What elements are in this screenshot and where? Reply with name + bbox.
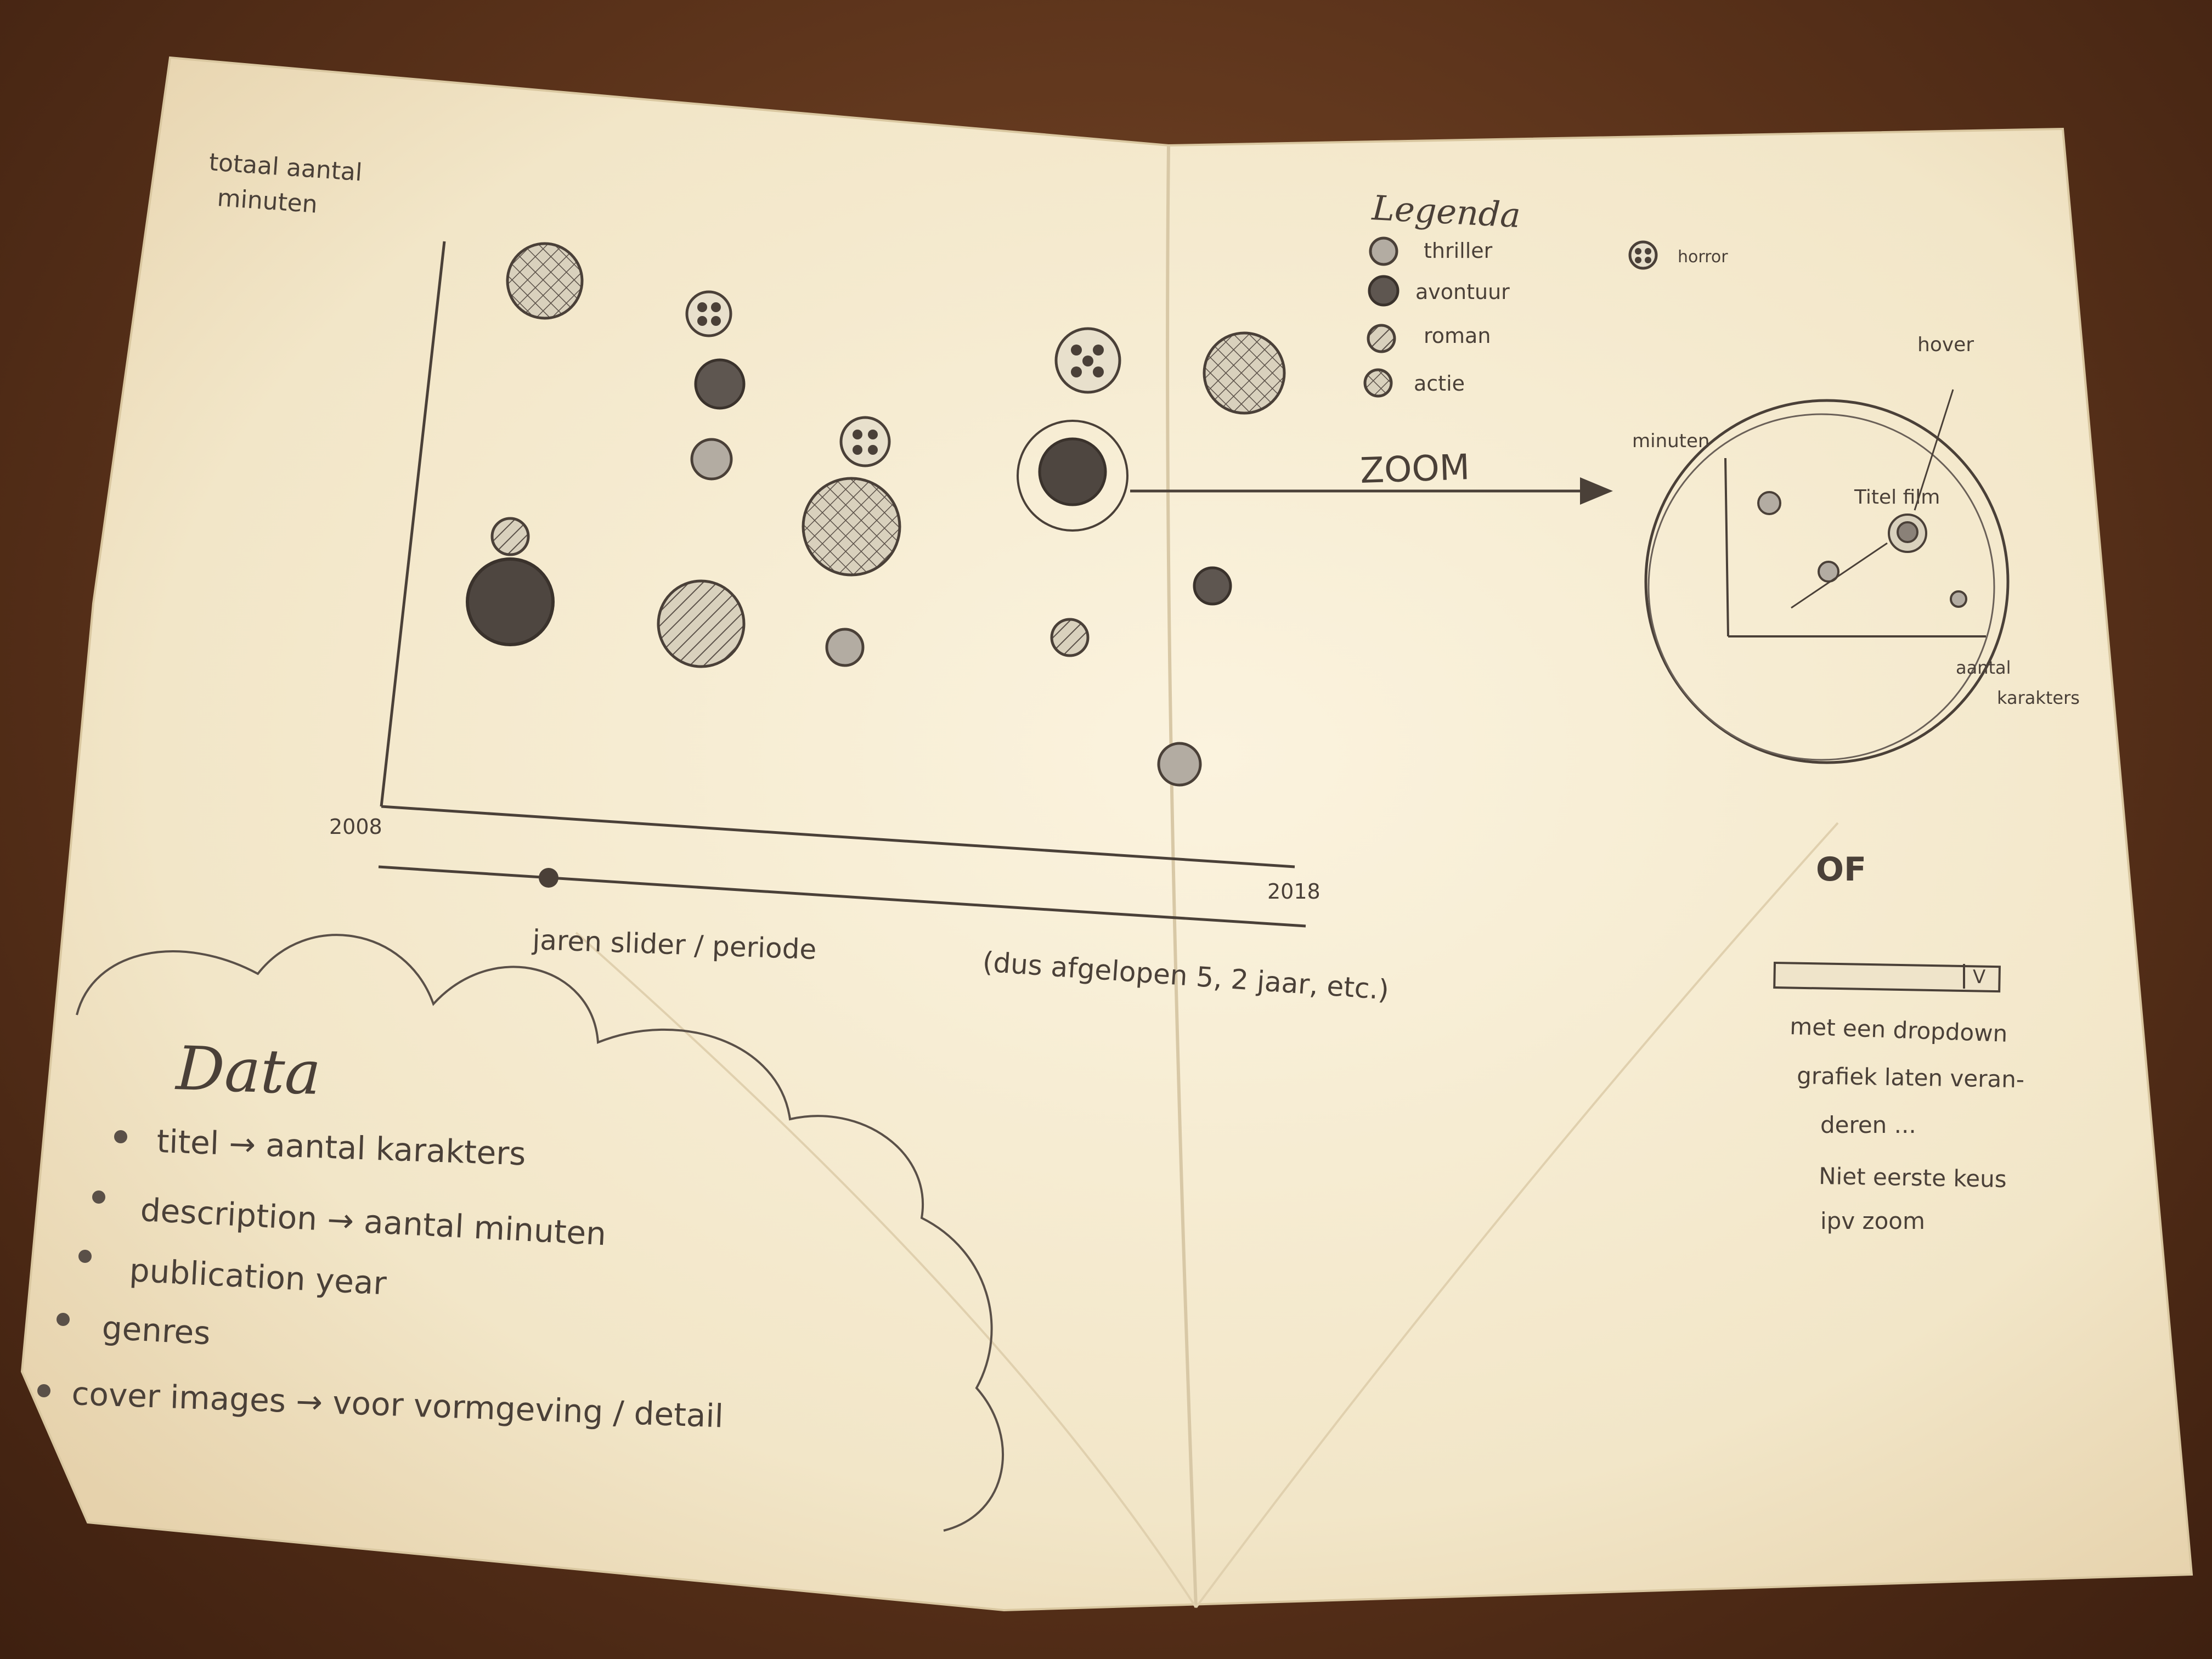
legend: Legenda thriller avontuur roman actie ho… xyxy=(1363,188,1728,398)
slider-end-year: 2018 xyxy=(1267,879,1321,904)
paper-sheet xyxy=(20,56,2193,1612)
bubble-zoom-source-ring xyxy=(1017,420,1128,532)
dropdown-mock[interactable]: V xyxy=(1773,961,2001,993)
bubble-avontuur xyxy=(694,358,746,410)
zoom-panel-x-label-1: aantal xyxy=(1956,657,2011,678)
dropdown-note-line-2: grafiek laten veran- xyxy=(1797,1062,2025,1093)
bubble-horror xyxy=(685,290,732,337)
bubble-roman xyxy=(490,517,530,556)
year-slider-track xyxy=(378,865,1306,928)
zoom-panel-x-label-2: karakters xyxy=(1997,687,2080,708)
bubble-thriller-3 xyxy=(1157,742,1202,787)
bubble-thriller-2 xyxy=(825,628,865,667)
zoom-label: ZOOM xyxy=(1359,447,1470,492)
data-bullet-4 xyxy=(57,1313,70,1326)
dropdown-note-line-3: deren ... xyxy=(1820,1111,1916,1138)
data-title: Data xyxy=(174,1033,322,1108)
bubble-group xyxy=(466,242,1286,787)
zoom-panel-y-axis xyxy=(1724,458,1729,637)
zoom-lens-inner xyxy=(1647,413,1995,761)
fold-line-vertical xyxy=(1166,145,1198,1608)
data-cloud-outline xyxy=(76,934,1004,1532)
zoom-point-3 xyxy=(1950,590,1967,608)
legend-item-roman: roman xyxy=(1424,324,1491,348)
bubble-horror-3 xyxy=(1054,327,1121,394)
y-axis xyxy=(380,241,446,807)
legend-swatch-horror xyxy=(1628,240,1658,270)
legend-swatch-actie xyxy=(1363,368,1393,398)
data-bullet-1 xyxy=(114,1130,127,1143)
bubble-avontuur-small xyxy=(1193,566,1232,606)
zoom-point-1 xyxy=(1757,491,1781,515)
legend-item-thriller: thriller xyxy=(1424,239,1493,263)
year-slider-handle[interactable] xyxy=(539,868,558,888)
legend-item-actie: actie xyxy=(1414,371,1465,396)
legend-title: Legenda xyxy=(1370,188,1521,235)
zoom-panel: minuten Titel film aantal karakters hove… xyxy=(1632,334,2080,764)
legend-item-horror: horror xyxy=(1678,247,1728,267)
zoom-point-2 xyxy=(1818,561,1839,583)
bubble-horror-2 xyxy=(839,416,891,467)
hover-label: hover xyxy=(1917,334,1974,356)
zoom-arrow-head xyxy=(1580,477,1613,505)
zoom-pointer-line xyxy=(1791,542,1888,609)
x-axis xyxy=(381,805,1295,868)
hover-pointer-line xyxy=(1914,389,1954,511)
data-bullet-2 xyxy=(92,1190,105,1204)
bubble-actie-2 xyxy=(1203,331,1286,415)
slider-start-year: 2008 xyxy=(329,815,382,839)
dropdown-box[interactable] xyxy=(1773,961,2001,993)
dropdown-chevron-icon[interactable]: V xyxy=(1973,966,1985,988)
y-axis-label-line2: minuten xyxy=(216,184,318,219)
legend-item-avontuur: avontuur xyxy=(1415,280,1510,304)
or-label: OF xyxy=(1816,850,1866,889)
legend-swatch-roman xyxy=(1367,324,1396,353)
zoom-panel-y-label: minuten xyxy=(1632,430,1709,452)
bubble-avontuur-zoomed xyxy=(1038,437,1107,506)
data-bullet-5 xyxy=(37,1384,50,1397)
fold-line-diagonal-2 xyxy=(1195,822,1839,1609)
data-bullet-3 xyxy=(78,1250,92,1263)
zoom-lens xyxy=(1644,399,2010,764)
bubble-roman-2 xyxy=(1050,618,1090,657)
legend-swatch-avontuur xyxy=(1368,275,1400,307)
data-item-4: genres xyxy=(101,1309,211,1352)
bubble-roman-large xyxy=(657,579,746,668)
zoom-tooltip-title: Titel film xyxy=(1854,486,1940,509)
bubble-thriller xyxy=(690,438,733,481)
bubble-actie xyxy=(506,242,584,320)
dropdown-note-line-5: ipv zoom xyxy=(1820,1207,1925,1234)
bubble-avontuur-large xyxy=(466,557,555,646)
bubble-actie-large xyxy=(802,477,901,577)
zoom-point-hovered[interactable] xyxy=(1897,521,1918,543)
legend-swatch-thriller xyxy=(1369,236,1398,266)
dropdown-note-line-4: Niet eerste keus xyxy=(1819,1163,2007,1193)
